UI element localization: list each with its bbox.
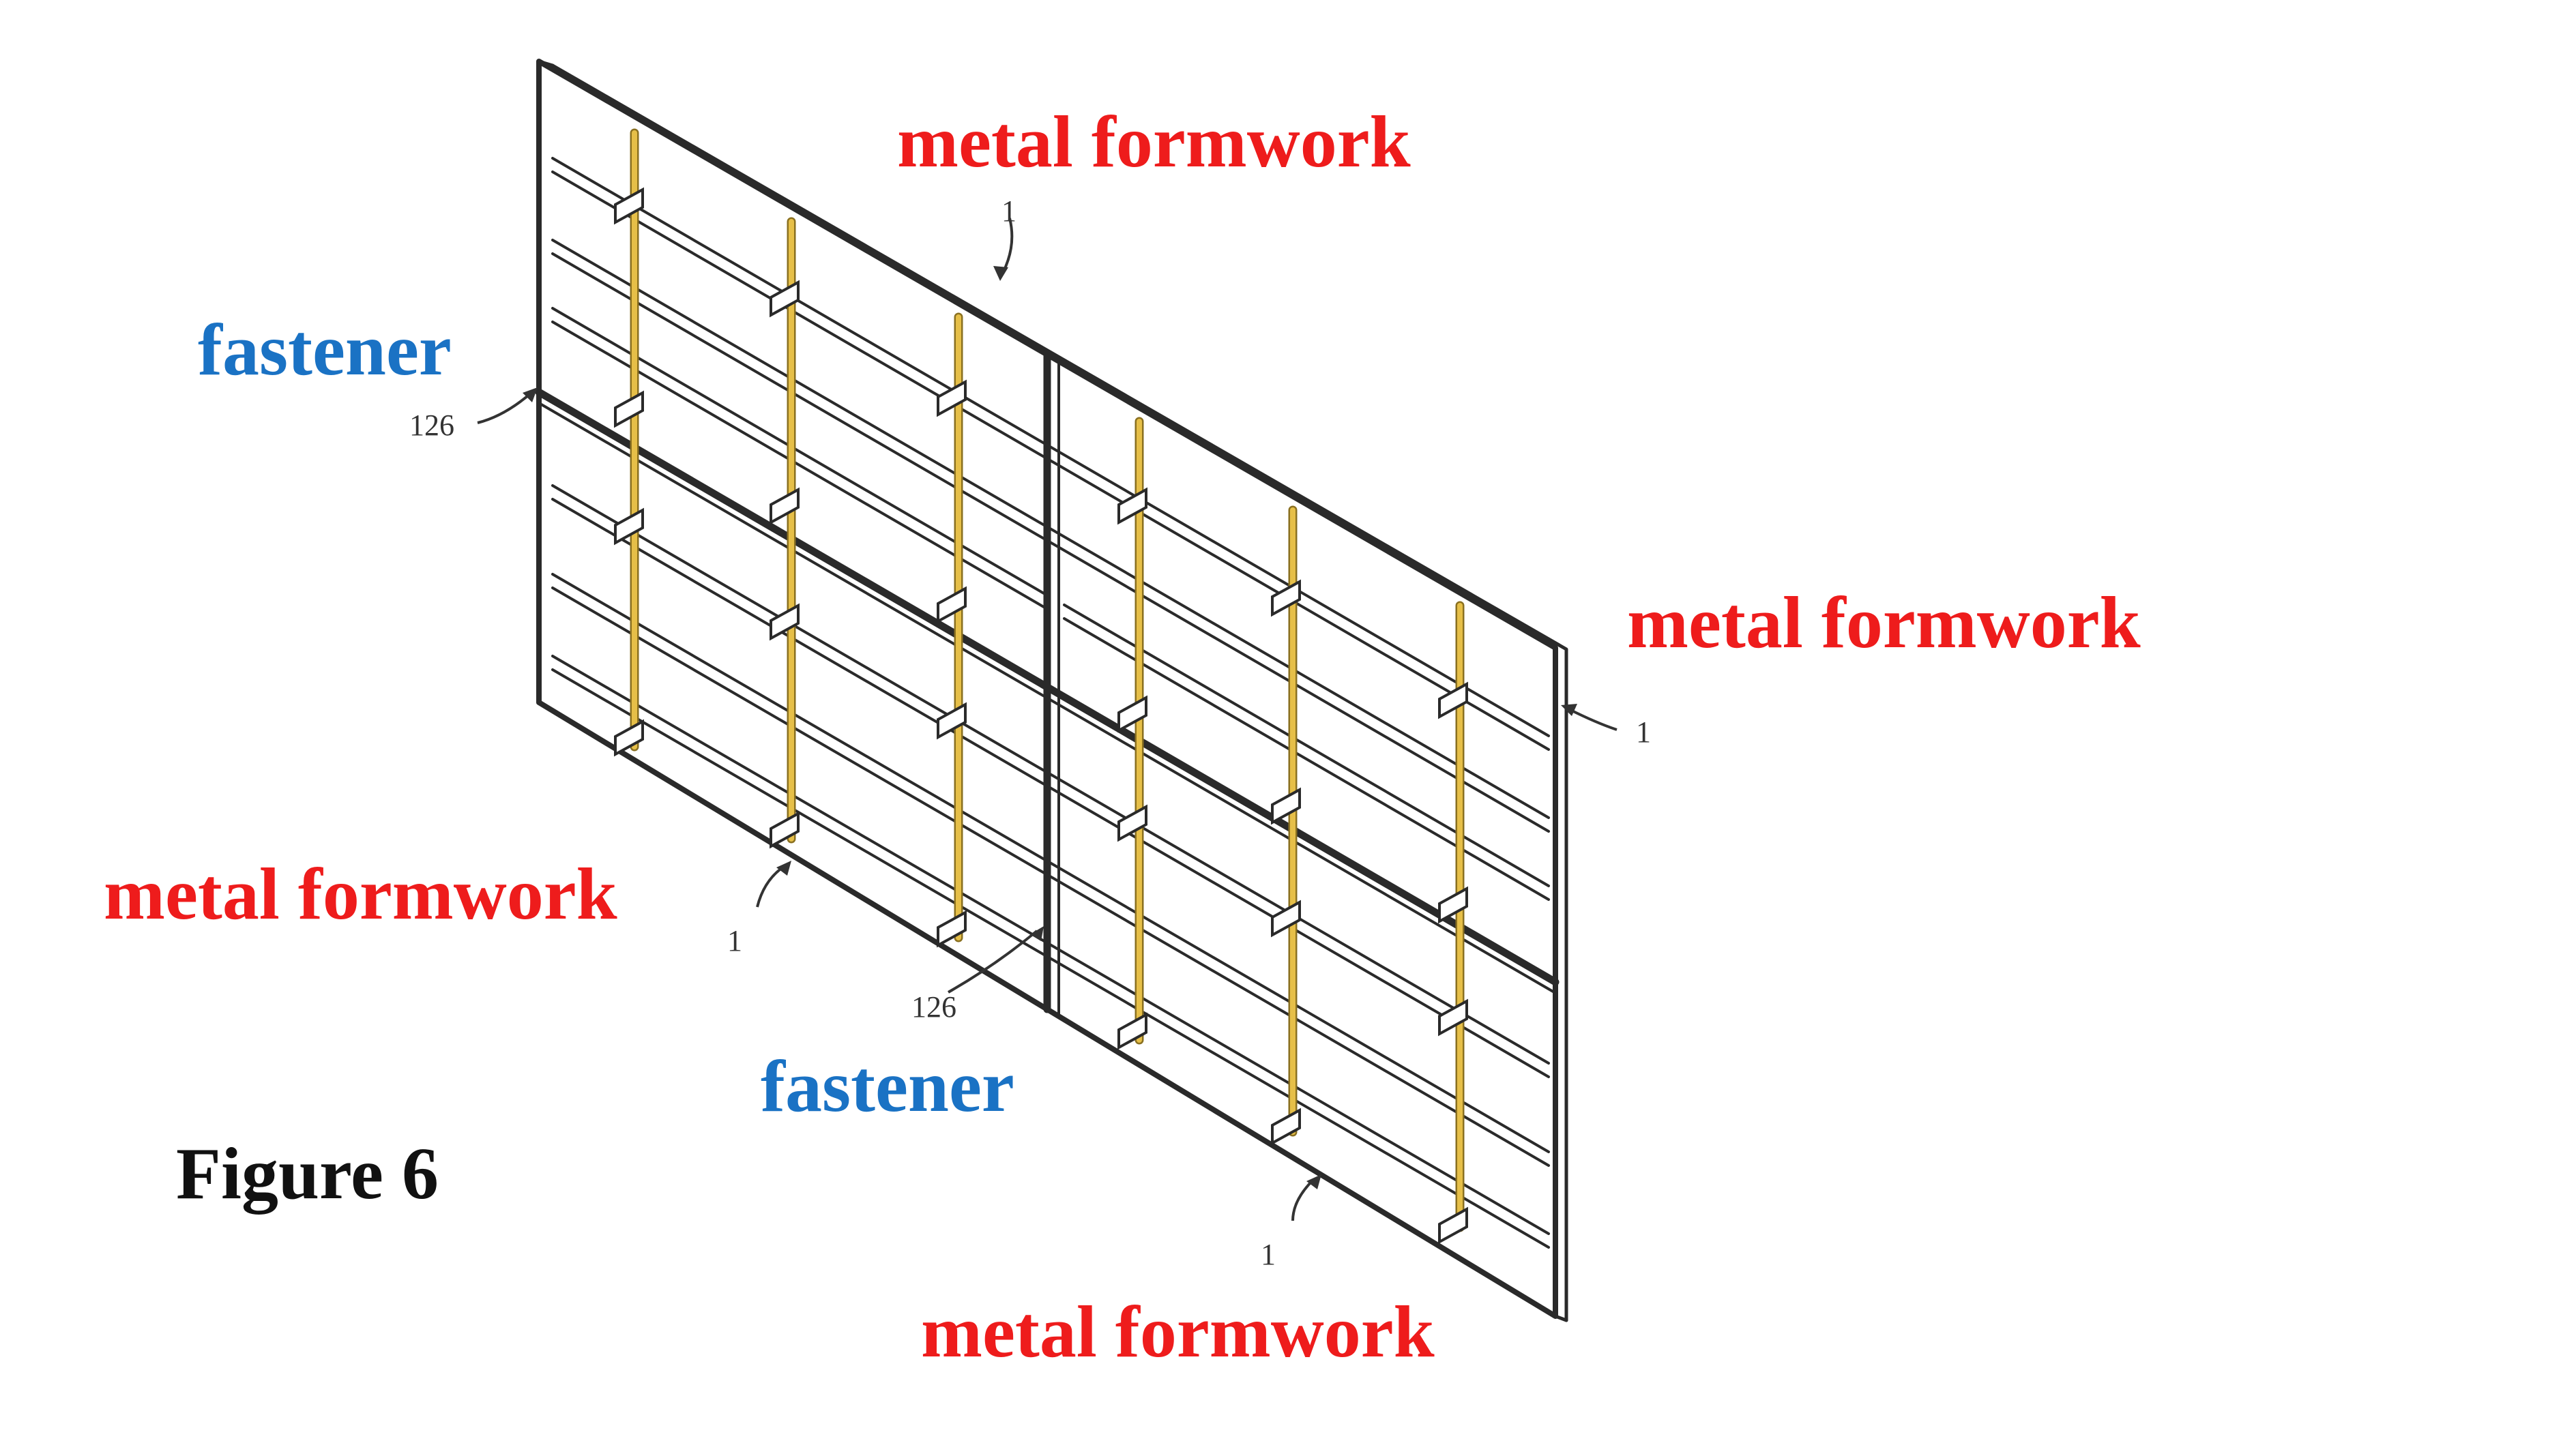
fastener-label-left: fastener: [198, 310, 452, 391]
metal-formwork-label-left: metal formwork: [104, 854, 617, 935]
figure-caption: Figure 6: [176, 1133, 439, 1215]
callout-126-left: 126: [409, 408, 454, 442]
callout-126-bottom: 126: [911, 990, 956, 1024]
fastener-label-bottom: fastener: [761, 1046, 1014, 1127]
callout-1-right: 1: [1636, 715, 1651, 749]
clamps: [614, 187, 1468, 1245]
metal-formwork-label-bottom: metal formwork: [921, 1292, 1435, 1373]
metal-formwork-label-right: metal formwork: [1627, 582, 2141, 664]
assembly-top-thickness: [551, 63, 1568, 1322]
tie-rods: [630, 128, 1465, 1232]
leader-arrowheads: [523, 266, 1577, 1189]
callout-1-bottom: 1: [1261, 1238, 1276, 1271]
callout-1-left: 1: [727, 924, 742, 957]
callout-1-top: 1: [1001, 194, 1016, 228]
metal-formwork-label-top: metal formwork: [897, 102, 1411, 183]
